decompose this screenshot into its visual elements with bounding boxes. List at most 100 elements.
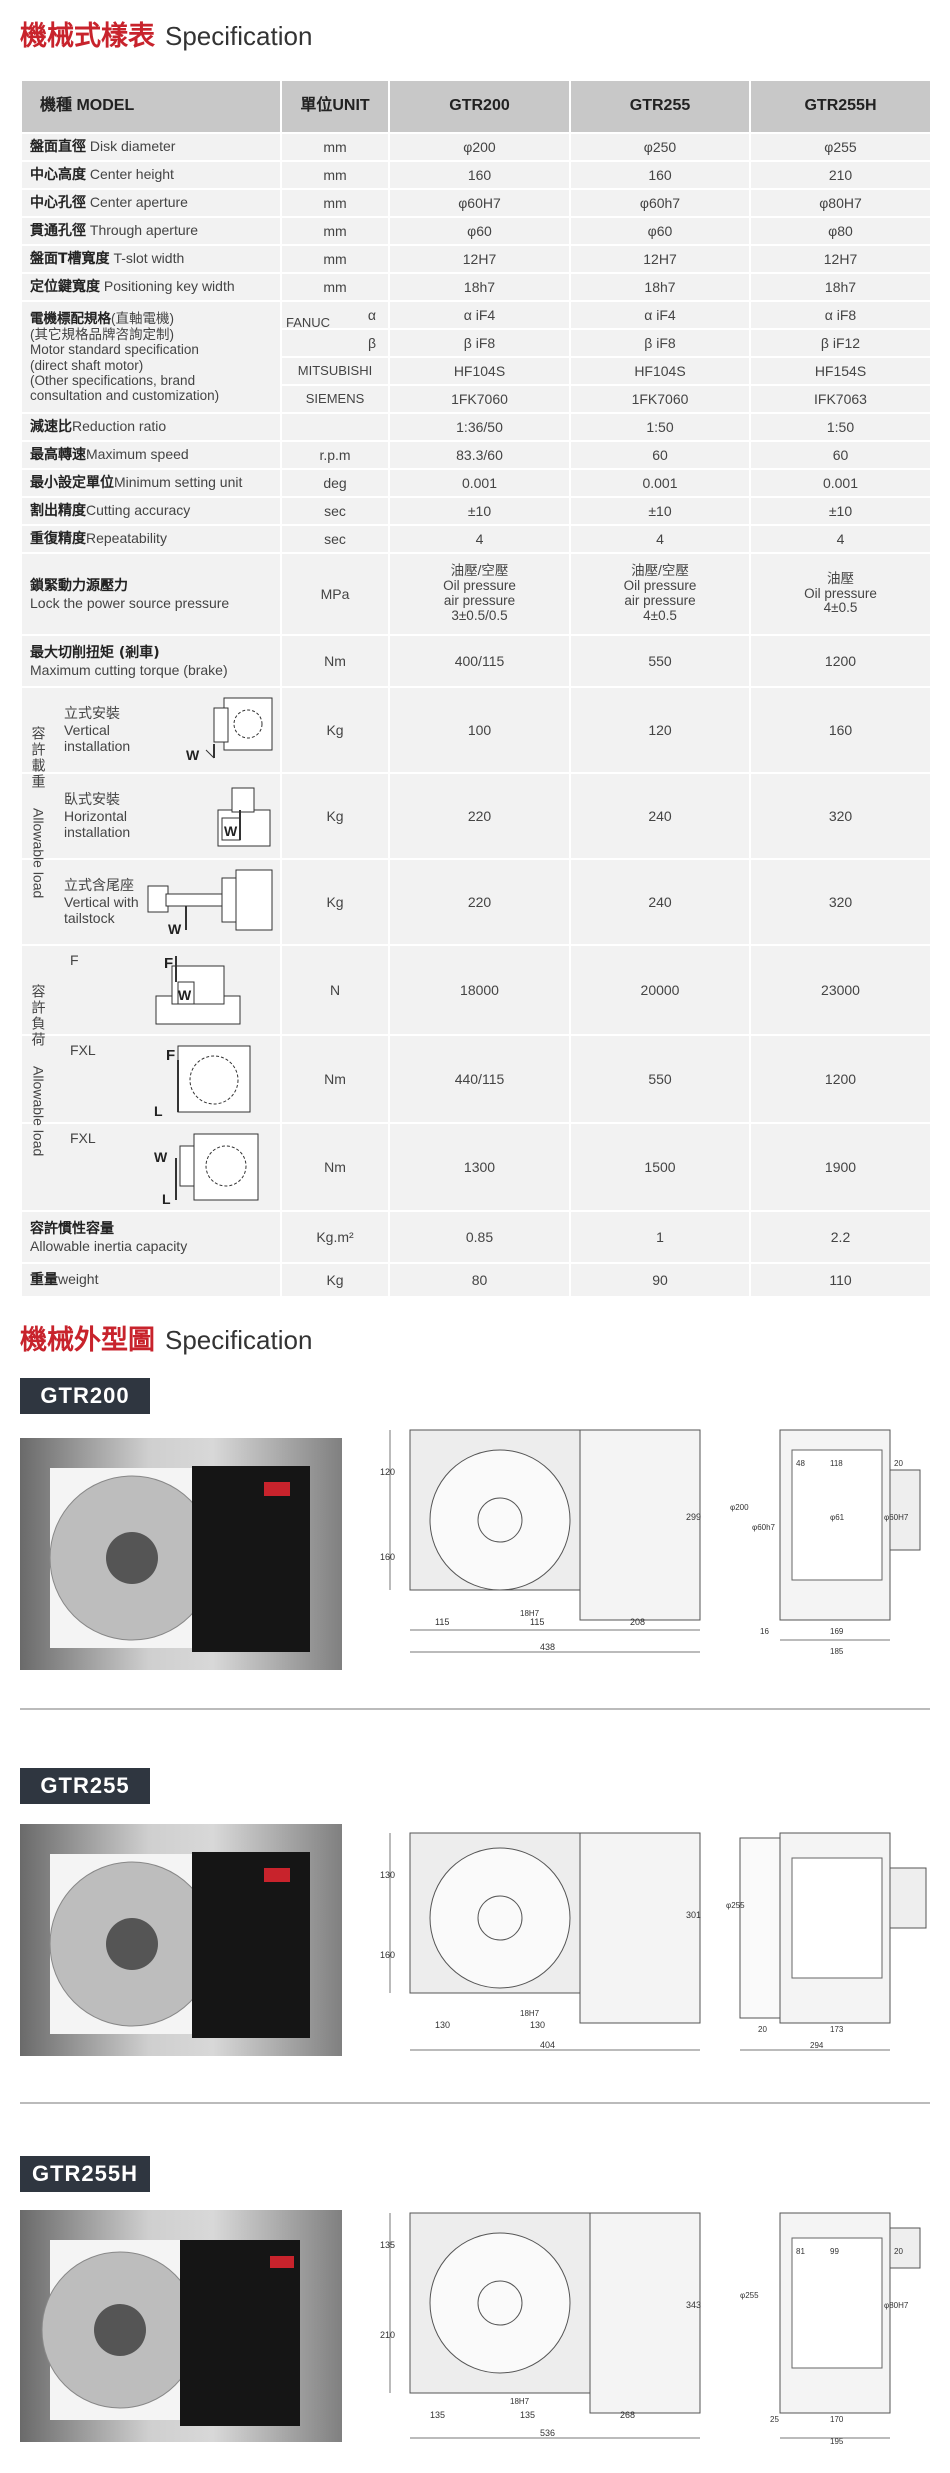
lock-v3-1: Oil pressure xyxy=(804,585,877,601)
force-f-icon: FW xyxy=(155,955,241,1025)
motor-label-en2: (direct shaft motor) xyxy=(30,357,144,373)
row-label: 盤面直徑 Disk diameter xyxy=(20,132,282,162)
dim-2: 118 xyxy=(830,1459,843,1468)
cell-gtr255: φ60 xyxy=(569,216,751,246)
dim-7: 18H7 xyxy=(520,1609,540,1618)
cell-gtr200: φ60 xyxy=(388,216,571,246)
cell-gtr200: ±10 xyxy=(388,496,571,526)
row-label-zh: 盤面T槽寬度 xyxy=(30,251,110,268)
dim-6: 25 xyxy=(770,2415,779,2424)
row-label: 貫通孔徑 Through aperture xyxy=(20,216,282,246)
allow-load-en: Allowable load xyxy=(30,807,47,899)
cell-gtr255: φ250 xyxy=(569,132,751,162)
load-en2: installation xyxy=(64,824,131,841)
horizontal-install-icon: W xyxy=(217,787,271,847)
allow-load-vertical-label: 容許載重 Allowable load xyxy=(29,726,52,898)
cell-gtr200: 440/115 xyxy=(388,1034,571,1124)
allow-load-zh: 容許載重 xyxy=(30,725,47,790)
header-unit: 單位UNIT xyxy=(280,79,390,134)
cell-gtr200: 83.3/60 xyxy=(388,440,571,470)
lock-v1-3: 3±0.5/0.5 xyxy=(451,607,508,623)
lock-v1-0: 油壓/空壓 xyxy=(450,563,509,579)
cell-gtr200: 160 xyxy=(388,160,571,190)
cell-gtr255: 550 xyxy=(569,634,751,688)
table-row: MITSUBISHI HF104S HF104S HF154S xyxy=(21,356,932,386)
product-photo-gtr200 xyxy=(20,1438,342,1670)
dim-4: 130 xyxy=(530,2020,545,2030)
row-label-en: Disk diameter xyxy=(89,138,176,155)
dim-5: φ80H7 xyxy=(884,2301,909,2310)
dim-8: 195 xyxy=(830,2437,844,2446)
dim-5: 208 xyxy=(630,1617,645,1627)
lock-v2-1: Oil pressure xyxy=(623,578,697,594)
spec-title-zh: 機械式樣表 xyxy=(20,21,155,52)
dim-4: 135 xyxy=(520,2410,535,2420)
divider xyxy=(20,1708,930,1710)
cell-gtr200: φ60H7 xyxy=(388,188,571,218)
beta-label: β xyxy=(367,334,376,351)
cell-gtr255: 4 xyxy=(569,524,751,554)
torque-unit: Nm xyxy=(280,634,390,688)
cell-gtr255: 550 xyxy=(569,1034,751,1124)
weight-unit: Kg xyxy=(280,1262,390,1298)
cell-gtr200: 80 xyxy=(388,1262,571,1298)
dim-4: 20 xyxy=(758,2025,767,2034)
product-photo-gtr255 xyxy=(20,1824,342,2056)
force-fxl-side-icon: WL xyxy=(154,1133,259,1206)
dim-10: 185 xyxy=(830,1647,844,1656)
lock-v1-2: air pressure xyxy=(443,593,516,608)
lock-v3-2: 4±0.5 xyxy=(823,600,858,616)
dim-3: 130 xyxy=(435,2020,450,2030)
dim-3: 135 xyxy=(430,2410,445,2420)
dim-9: 169 xyxy=(830,1627,844,1636)
motor-label-zh-note: (直軸電機) xyxy=(111,311,174,327)
row-unit: mm xyxy=(280,132,390,162)
svg-text:W: W xyxy=(154,1149,168,1165)
row-label-en: Through aperture xyxy=(89,222,199,239)
cell-gtr255: 90 xyxy=(569,1262,751,1298)
cell-gtr255h: ±10 xyxy=(749,496,932,526)
dim-1: 81 xyxy=(796,2247,805,2256)
dim-7: φ60H7 xyxy=(884,1513,909,1522)
row-label-zh: 最小設定單位 xyxy=(30,475,114,492)
divider xyxy=(20,2102,930,2104)
cell-gtr200: β iF8 xyxy=(388,328,571,358)
row-label: 割出精度Cutting accuracy xyxy=(20,496,282,526)
row-label-en: Repeatability xyxy=(86,530,167,547)
fanuc-alpha-unit: α xyxy=(280,300,390,330)
force-label: F xyxy=(70,952,79,968)
dim-6: 404 xyxy=(540,2040,555,2050)
cell-gtr255h: 2.2 xyxy=(749,1210,932,1264)
dim-5: 18H7 xyxy=(510,2397,530,2406)
row-unit: sec xyxy=(280,524,390,554)
row-unit: deg xyxy=(280,468,390,498)
row-label-zh: 定位鍵寬度 xyxy=(30,279,100,296)
cell-gtr255h: 320 xyxy=(749,858,932,946)
side-drawing-gtr255h: 81 99 20 φ255 φ80H7 25 170 195 xyxy=(740,2212,921,2446)
cell-gtr255: 240 xyxy=(569,858,751,946)
dim-2: 160 xyxy=(380,1950,395,1960)
mitsubishi-label: MITSUBISHI xyxy=(280,356,390,386)
row-unit: mm xyxy=(280,188,390,218)
dim-8: 16 xyxy=(760,1627,769,1636)
header-model-zh: 機種 xyxy=(40,97,73,115)
allow-force-vertical-label: 容許負荷 Allowable load xyxy=(29,984,52,1156)
cell-gtr255h: 1200 xyxy=(749,634,932,688)
cell-gtr255: α iF4 xyxy=(569,300,751,330)
cell-gtr255h: β iF12 xyxy=(749,328,932,358)
